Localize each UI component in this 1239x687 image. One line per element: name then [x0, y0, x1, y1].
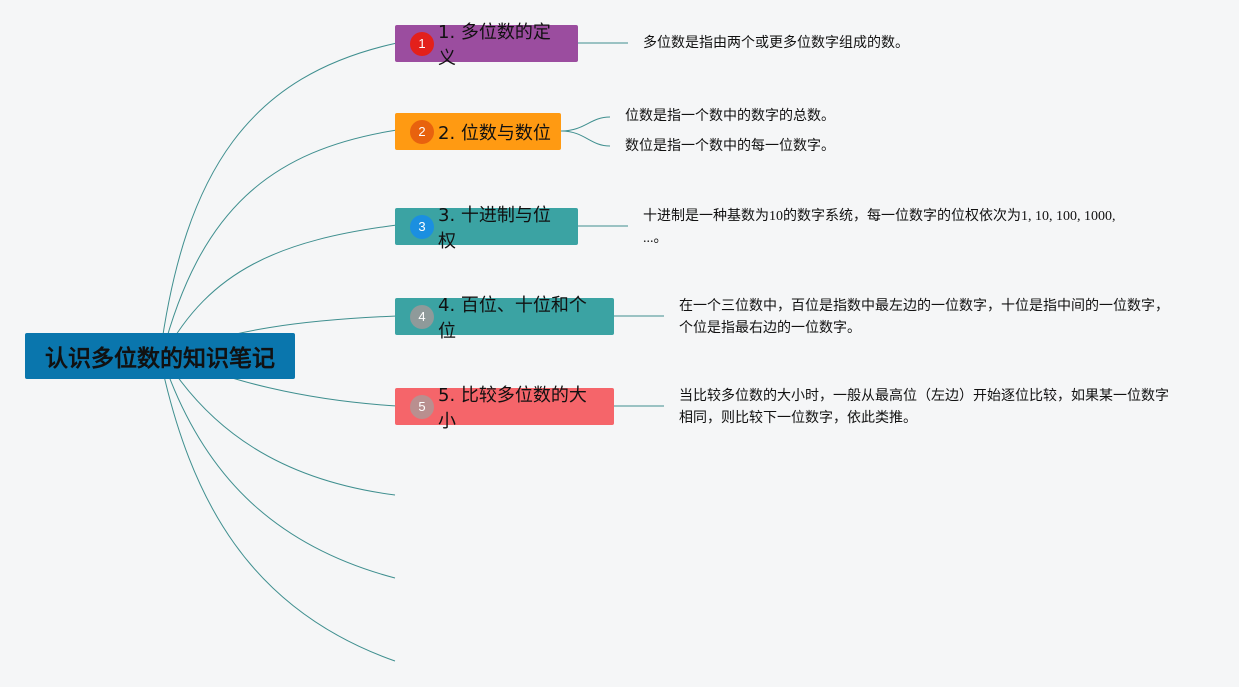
branch-7 [161, 356, 396, 579]
note-link-2b [560, 130, 611, 147]
topic-label: 3. 十进制与位权 [438, 204, 551, 252]
topic-4[interactable]: 4 4. 百位、十位和个位 [395, 295, 614, 342]
note-3: 十进制是一种基数为10的数字系统，每一位数字的位权依次为1, 10, 100, … [643, 209, 1116, 246]
number-badge-icon: 5 [410, 394, 434, 419]
topic-label: 5. 比较多位数的大小 [438, 384, 587, 432]
branch-2 [161, 129, 398, 356]
note-2a: 位数是指一个数中的数字的总数。 [625, 109, 835, 124]
note-4: 在一个三位数中，百位是指数中最左边的一位数字，十位是指中间的一位数字，个位是指最… [679, 299, 1169, 336]
topic-label: 2. 位数与数位 [438, 122, 551, 144]
note-5: 当比较多位数的大小时，一般从最高位（左边）开始逐位比较，如果某一位数字相同，则比… [679, 389, 1169, 426]
note-link-2a [560, 116, 611, 132]
topic-2[interactable]: 2 2. 位数与数位 [395, 113, 561, 150]
topic-5[interactable]: 5 5. 比较多位数的大小 [395, 385, 614, 432]
number-badge-icon: 3 [410, 214, 434, 239]
number-badge-icon: 4 [410, 304, 434, 329]
topic-label: 1. 多位数的定义 [438, 21, 551, 69]
topic-label: 4. 百位、十位和个位 [438, 294, 587, 342]
branch-8 [159, 357, 396, 662]
root-label: 认识多位数的知识笔记 [45, 346, 275, 372]
topic-1[interactable]: 1 1. 多位数的定义 [395, 22, 578, 69]
root-topic[interactable]: 认识多位数的知识笔记 [25, 333, 295, 379]
branch-6 [163, 356, 396, 496]
number-badge-icon: 1 [410, 31, 434, 56]
topic-3[interactable]: 3 3. 十进制与位权 [395, 205, 578, 252]
number-badge-icon: 2 [410, 119, 434, 144]
branch-3 [163, 224, 398, 356]
note-1: 多位数是指由两个或更多位数字组成的数。 [643, 36, 909, 51]
branch-1 [159, 42, 398, 356]
note-2b: 数位是指一个数中的每一位数字。 [625, 139, 835, 154]
